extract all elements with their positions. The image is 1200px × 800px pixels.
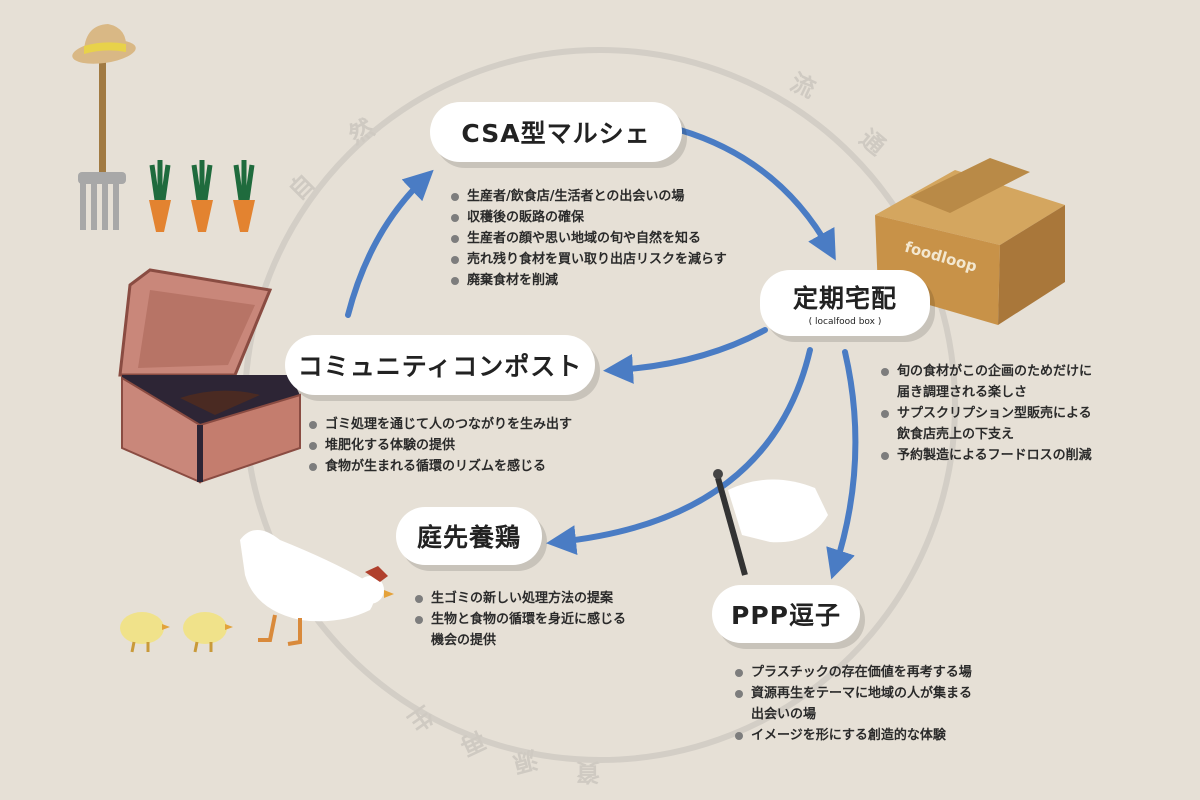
node-regular-delivery: 定期宅配 ( localfood box )	[760, 270, 930, 336]
node-chicken-title: 庭先養鶏	[416, 523, 521, 552]
list-item: 機会の提供	[431, 633, 497, 648]
list-item: 予約製造によるフードロスの削減	[880, 445, 1092, 466]
list-item: 旬の食材がこの企画のためだけに	[880, 361, 1092, 382]
node-backyard-chicken: 庭先養鶏	[396, 507, 542, 565]
ring-label-shi: 資	[576, 758, 600, 786]
arrow-delivery-to-chicken	[546, 347, 813, 556]
arrow-compost-to-csa	[345, 169, 434, 318]
list-item: 堆肥化する体験の提供	[308, 435, 572, 456]
hen-illustration	[240, 530, 394, 646]
list-item: 食物が生まれる循環のリズムを感じる	[308, 456, 572, 477]
list-item: 飲食店売上の下支え	[897, 427, 1015, 442]
node-ppp-zushi: PPP逗子	[712, 585, 860, 643]
arrow-csa-to-delivery	[677, 127, 836, 261]
node-compost-title: コミュニティコンポスト	[297, 352, 583, 381]
arrow-delivery-to-compost	[603, 327, 768, 384]
node-delivery-title: 定期宅配	[792, 284, 897, 313]
list-item: サプスクリプション型販売による	[880, 403, 1092, 424]
list-item: 廃棄食材を削減	[450, 270, 727, 291]
list-item: ゴミ処理を通じて人のつながりを生み出す	[308, 414, 572, 435]
node-csa-title: CSA型マルシェ	[461, 119, 651, 148]
ppp-bullet-list: プラスチックの存在価値を再考する場 資源再生をテーマに地域の人が集まる 出会いの…	[734, 662, 972, 746]
node-ppp-title: PPP逗子	[731, 601, 841, 630]
node-csa-marche: CSA型マルシェ	[430, 102, 682, 162]
chicks-illustration	[120, 612, 233, 653]
list-item: 生産者/飲食店/生活者との出会いの場	[450, 186, 727, 207]
list-item: 売れ残り食材を買い取り出店リスクを減らす	[450, 249, 727, 270]
csa-bullet-list: 生産者/飲食店/生活者との出会いの場 収穫後の販路の確保 生産者の顔や思い地域の…	[450, 186, 727, 291]
list-item: 生物と食物の循環を身近に感じる	[414, 609, 626, 630]
hoe-illustration	[72, 24, 136, 230]
list-item: 資源再生をテーマに地域の人が集まる	[734, 683, 972, 704]
list-item: 生ゴミの新しい処理方法の提案	[414, 588, 626, 609]
compost-box-illustration	[118, 268, 301, 484]
list-item: 出会いの場	[751, 707, 817, 722]
carrots-illustration	[149, 160, 255, 232]
node-community-compost: コミュニティコンポスト	[285, 335, 595, 395]
list-item: 届き調理される楽しさ	[897, 385, 1028, 400]
white-flag-illustration	[713, 469, 828, 576]
list-item: 収穫後の販路の確保	[450, 207, 727, 228]
arrow-delivery-to-ppp	[826, 349, 859, 580]
list-item: プラスチックの存在価値を再考する場	[734, 662, 972, 683]
compost-bullet-list: ゴミ処理を通じて人のつながりを生み出す 堆肥化する体験の提供 食物が生まれる循環…	[308, 414, 572, 477]
list-item: イメージを形にする創造的な体験	[734, 725, 972, 746]
node-delivery-subtitle: ( localfood box )	[808, 317, 882, 327]
chicken-bullet-list: 生ゴミの新しい処理方法の提案 生物と食物の循環を身近に感じる 機会の提供	[414, 588, 626, 651]
delivery-bullet-list: 旬の食材がこの企画のためだけに 届き調理される楽しさ サプスクリプション型販売に…	[880, 361, 1092, 466]
list-item: 生産者の顔や思い地域の旬や自然を知る	[450, 228, 727, 249]
